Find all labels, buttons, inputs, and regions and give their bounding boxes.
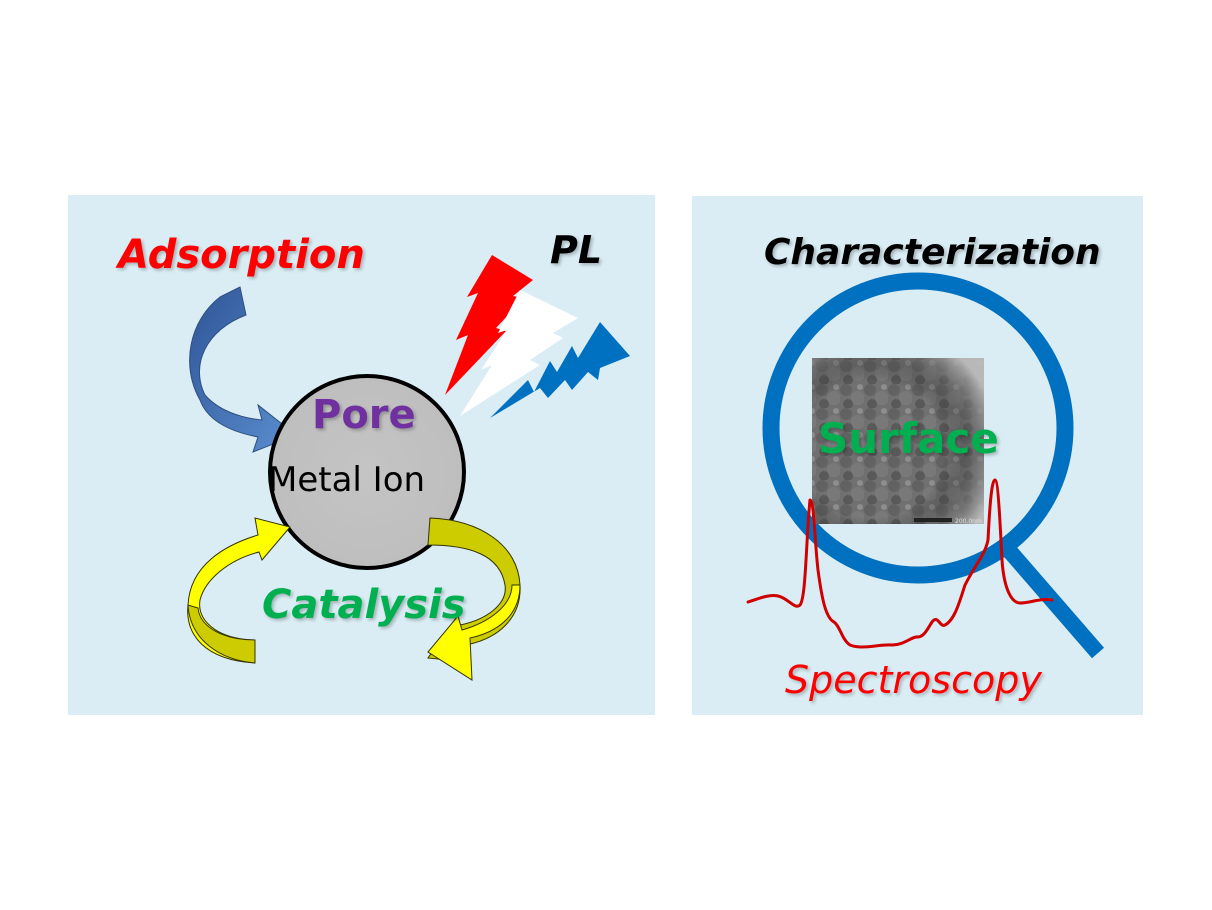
lightning-white-icon xyxy=(460,290,578,416)
scale-bar-label: 200.0nm xyxy=(955,518,982,525)
spectrum-curve xyxy=(746,478,1054,649)
adsorption-arrow xyxy=(189,286,297,453)
lightning-blue-icon xyxy=(490,322,630,418)
magnifier-handle xyxy=(993,534,1105,659)
catalysis-arrow-left-shade xyxy=(187,604,256,664)
pore-label: Pore xyxy=(312,392,416,438)
catalysis-label: Catalysis xyxy=(262,582,466,628)
surface-label: Surface xyxy=(818,414,999,463)
metal-ion-label: Metal Ion xyxy=(268,460,426,500)
catalysis-arrow-left xyxy=(187,517,291,664)
characterization-label: Characterization xyxy=(764,232,1101,273)
lightning-red-icon xyxy=(445,255,533,395)
adsorption-label: Adsorption xyxy=(118,232,365,278)
spectroscopy-label: Spectroscopy xyxy=(785,658,1042,702)
tem-image: 200.0nm xyxy=(812,358,984,525)
magnifier-ring xyxy=(762,272,1074,584)
pl-label: PL xyxy=(550,228,603,272)
metal-ion-sphere xyxy=(268,374,466,570)
scale-bar xyxy=(914,518,952,522)
catalysis-arrow-right-tip xyxy=(427,584,521,681)
